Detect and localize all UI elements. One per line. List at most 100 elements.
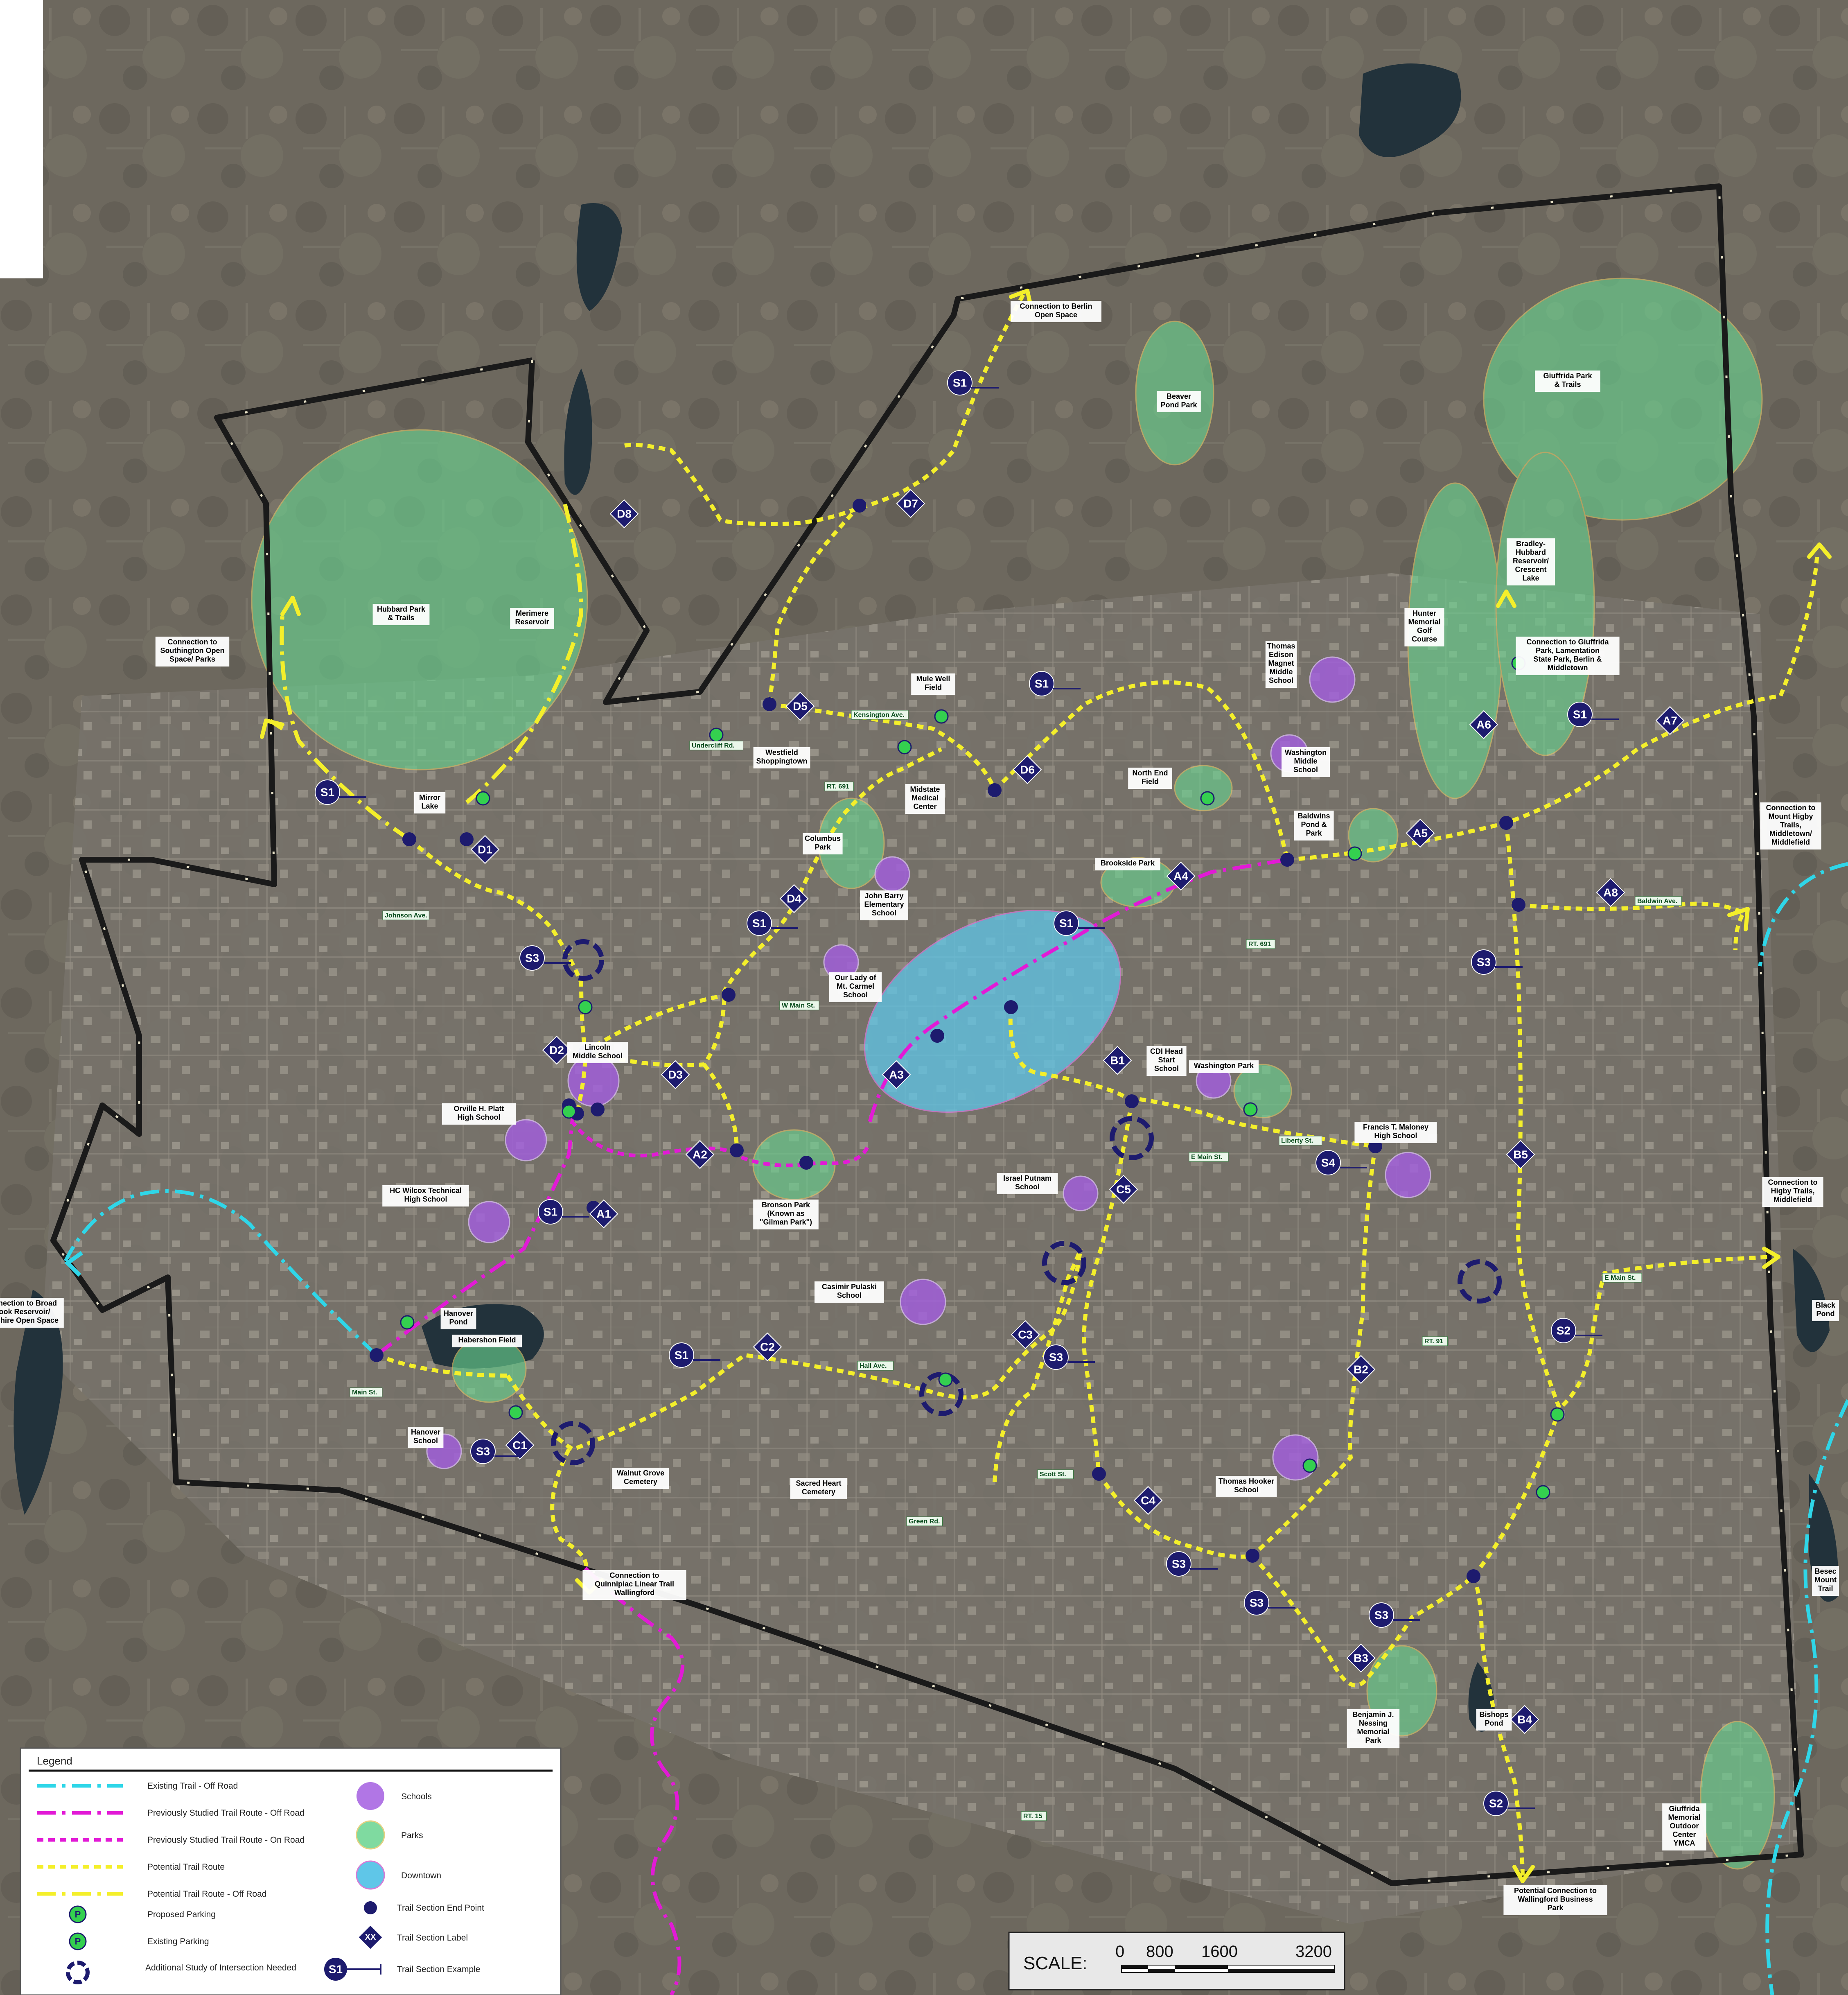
trail-section-marker[interactable]: D2	[542, 1035, 571, 1065]
trail-section-code: D3	[668, 1069, 683, 1081]
trail-section-code: D4	[787, 892, 801, 905]
trail-section-code: A5	[1413, 827, 1428, 840]
trail-section-marker[interactable]: B1	[1103, 1046, 1132, 1075]
trail-section-marker[interactable]: D1	[470, 835, 500, 864]
road-label: Scott St.	[1037, 1469, 1074, 1479]
road-label-text: W Main St.	[782, 1002, 815, 1009]
trail-section-code: S1	[1035, 678, 1049, 690]
trail-section-marker[interactable]: D4	[779, 884, 809, 913]
trail-section-marker[interactable]: S3	[519, 945, 571, 971]
white-margin	[0, 0, 43, 278]
road-label: Liberty St.	[1279, 1136, 1322, 1145]
legend-downtown-icon	[356, 1860, 385, 1890]
trail-section-marker[interactable]: A3	[882, 1060, 911, 1089]
school-maloney	[1385, 1152, 1431, 1198]
legend-parks: Parks	[401, 1831, 423, 1840]
trail-section-code: A1	[596, 1208, 611, 1220]
trail-section-code: S3	[1374, 1609, 1388, 1622]
trail-section-marker[interactable]: S1	[747, 911, 798, 936]
school-wilcox	[468, 1201, 510, 1243]
legend-line-entry: Existing Trail - Off Road	[37, 1781, 238, 1791]
trail-section-marker[interactable]: S3	[1166, 1551, 1218, 1577]
trail-section-marker[interactable]: S1	[1054, 911, 1105, 936]
trail-section-marker[interactable]: S1	[947, 370, 999, 395]
trail-section-code: D8	[617, 508, 632, 520]
trail-section-marker[interactable]: D7	[896, 489, 925, 518]
trail-section-marker[interactable]: A2	[685, 1140, 715, 1169]
trail-section-marker[interactable]: S4	[1315, 1150, 1367, 1175]
place-label-text: Bronson Park(Known as"Gilman Park")	[760, 1201, 812, 1226]
school-edison	[1309, 656, 1356, 703]
trail-section-marker[interactable]: A6	[1469, 710, 1498, 739]
road-label-text: RT. 91	[1424, 1338, 1443, 1345]
legend-intersection-study: Additional Study of Intersection Needed	[145, 1963, 296, 1972]
trail-section-marker[interactable]: S3	[470, 1439, 522, 1464]
trail-section-marker[interactable]: B2	[1346, 1355, 1376, 1384]
trail-section-code: S4	[1321, 1157, 1336, 1169]
trail-section-marker[interactable]: C1	[505, 1430, 535, 1460]
trail-section-marker[interactable]: S1	[538, 1199, 589, 1225]
park-ymca	[1700, 1721, 1775, 1870]
trail-section-marker[interactable]: S3	[1043, 1344, 1095, 1370]
trail-section-marker[interactable]: D6	[1013, 755, 1042, 784]
trail-section-marker[interactable]: A8	[1596, 878, 1625, 907]
trail-section-code: B3	[1354, 1652, 1368, 1665]
trail-section-marker[interactable]: S2	[1483, 1791, 1535, 1816]
road-label: Kensington Ave.	[851, 710, 909, 720]
trail-section-marker[interactable]: A1	[589, 1199, 618, 1229]
trail-section-marker[interactable]: A4	[1166, 861, 1196, 891]
trail-section-marker[interactable]: D5	[785, 691, 815, 721]
legend-proposed-parking: Proposed Parking	[147, 1910, 216, 1919]
trail-section-code: B4	[1517, 1713, 1532, 1726]
trail-section-marker[interactable]: S3	[1244, 1590, 1295, 1615]
trail-section-code: S1	[1059, 917, 1073, 930]
trail-section-marker[interactable]: S1	[669, 1342, 720, 1368]
trail-section-marker[interactable]: C4	[1133, 1486, 1163, 1515]
place-label-text: Washington Park	[1194, 1062, 1254, 1070]
legend-section-example: Trail Section Example	[397, 1965, 480, 1974]
trail-section-marker[interactable]: A7	[1655, 706, 1685, 735]
legend-proposed-parking-icon	[69, 1905, 87, 1923]
place-label-text: Giuffrida Park& Trails	[1543, 372, 1592, 389]
trail-section-marker[interactable]: D8	[609, 499, 639, 529]
road-label-text: RT. 691	[827, 783, 849, 790]
trail-section-code: A7	[1663, 714, 1677, 727]
place-label: Washington Park	[1189, 1060, 1259, 1073]
legend-line-label: Existing Trail - Off Road	[147, 1781, 238, 1791]
trail-section-marker[interactable]: B3	[1346, 1643, 1376, 1673]
road-label-text: Baldwin Ave.	[1637, 898, 1677, 905]
trail-section-code: C1	[512, 1439, 527, 1452]
trail-section-marker[interactable]: D3	[661, 1060, 690, 1089]
trail-section-code: C3	[1018, 1328, 1033, 1341]
trail-section-marker[interactable]: B5	[1506, 1140, 1535, 1169]
trail-section-marker[interactable]: S1	[1567, 702, 1619, 727]
trail-section-marker[interactable]: C2	[753, 1332, 782, 1362]
trail-section-marker[interactable]: C5	[1109, 1175, 1138, 1204]
road-label-text: Green Rd.	[909, 1518, 940, 1525]
legend-line-label: Potential Trail Route	[147, 1862, 225, 1872]
trail-section-marker[interactable]: S3	[1369, 1602, 1420, 1628]
trail-section-marker[interactable]: S3	[1471, 949, 1523, 975]
trail-section-marker[interactable]: B4	[1510, 1705, 1539, 1734]
legend-title: Legend	[37, 1755, 72, 1767]
trail-section-marker[interactable]: S1	[1029, 671, 1081, 696]
trail-section-code: D5	[793, 700, 808, 713]
trail-section-marker[interactable]: S1	[315, 779, 366, 805]
trail-section-marker[interactable]: A5	[1406, 818, 1435, 848]
trail-section-marker[interactable]: C3	[1011, 1320, 1040, 1349]
trail-section-marker[interactable]: S2	[1551, 1318, 1602, 1343]
